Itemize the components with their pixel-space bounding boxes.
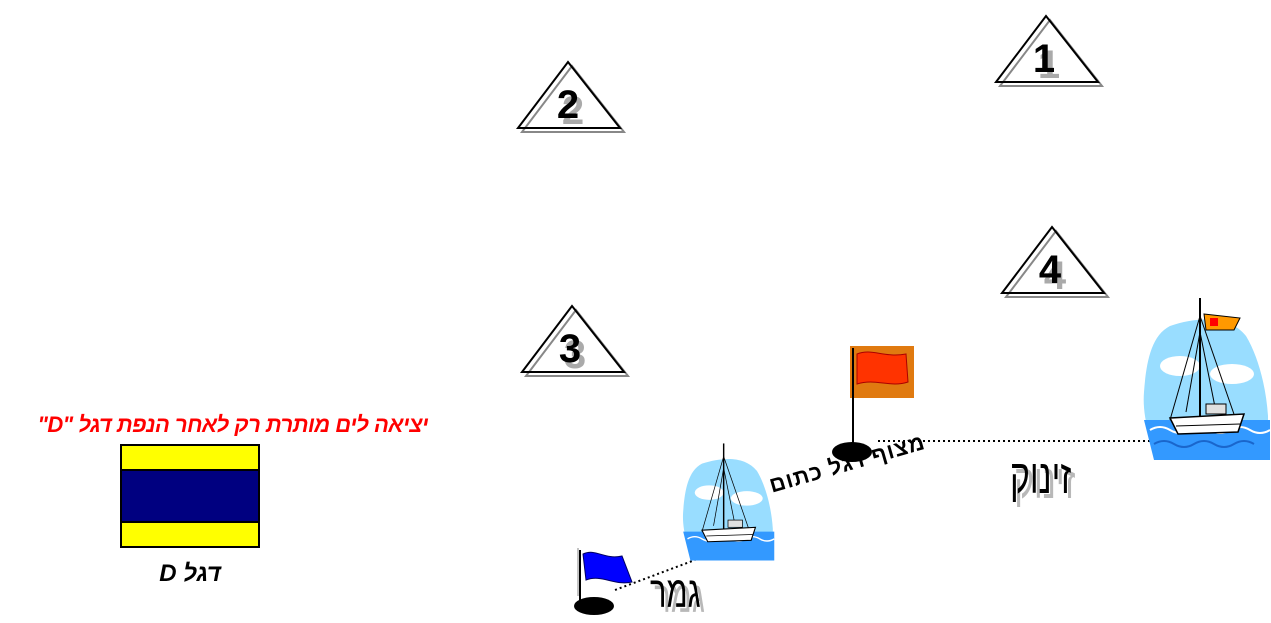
committee-flag-icon <box>857 352 908 384</box>
finish-label: גמר גמר <box>650 568 701 618</box>
start-label: זינוק זינוק <box>1010 450 1071 505</box>
finish-flag-icon <box>583 552 632 583</box>
finish-buoy <box>570 544 650 616</box>
finish-buoy-body <box>574 597 614 615</box>
sailboat-start-icon <box>1140 296 1271 462</box>
sailboat-course-icon <box>680 442 776 562</box>
